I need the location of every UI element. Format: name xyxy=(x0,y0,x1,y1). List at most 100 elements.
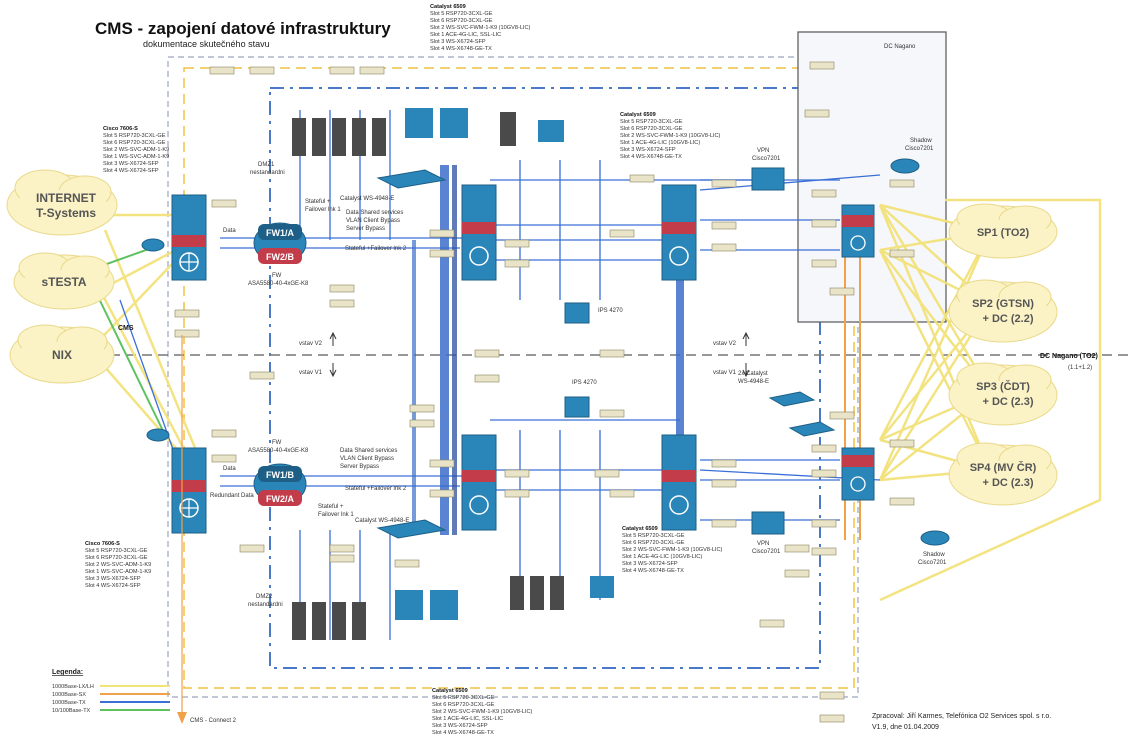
router-7606-upper xyxy=(171,194,207,281)
diagram-subtitle: dokumentace skutečného stavu xyxy=(143,39,270,49)
port-label-box xyxy=(711,519,737,528)
data-upper-label: Data xyxy=(223,228,236,234)
module-list-line: Slot 5 RSP720-3CXL-GE xyxy=(432,695,495,701)
port-label-box xyxy=(819,714,845,723)
cloud-sp3: SP3 (ČDT) + DC (2.3) xyxy=(948,362,1058,426)
legend-item-label: 10/100Base-TX xyxy=(52,708,91,714)
cloud-stesta-label: sTESTA xyxy=(41,275,86,289)
cloud-sp2-line1: SP2 (GTSN) xyxy=(972,298,1034,310)
module-list-line: Slot 1 ACE-4G-LIC, SSL-LIC xyxy=(432,716,503,722)
port-labels xyxy=(174,61,915,723)
module-list-line: Catalyst 6509 xyxy=(620,112,656,118)
port-label-box xyxy=(329,544,355,553)
module-list-line: Slot 5 RSP720-3CXL-GE xyxy=(103,133,166,139)
port-label-box xyxy=(249,66,275,75)
port-label-box xyxy=(811,189,837,198)
port-label-box xyxy=(711,459,737,468)
stateful-fail-lower-1: Stateful + xyxy=(318,504,344,510)
router-7606-lower xyxy=(171,447,207,534)
port-label-box xyxy=(599,349,625,358)
catalyst-6509-d xyxy=(661,434,697,531)
shadow-upper-l1: Shadow xyxy=(910,138,932,144)
catalyst-6509-c xyxy=(461,434,497,531)
cms-connect-arrow-icon xyxy=(177,712,187,724)
vpn-upper-l2: Cisco7201 xyxy=(752,156,781,162)
port-label-box xyxy=(829,411,855,420)
module-list-line: Slot 5 RSP720-3CXL-GE xyxy=(622,533,685,539)
shadow-lower-l2: Cisco7201 xyxy=(918,560,947,566)
ips-upper-label: IPS 4270 xyxy=(598,308,623,314)
port-label-box xyxy=(811,519,837,528)
cms-connect-label: CMS - Connect 2 xyxy=(190,718,237,724)
vpn-upper-l1: VPN xyxy=(757,148,769,154)
module-list-line: Slot 4 WS-X6724-SFP xyxy=(103,168,159,174)
cms-label: CMS xyxy=(118,325,134,332)
module-list-line: Slot 2 WS-SVC-FWM-1-K9 (10GV8-LIC) xyxy=(622,547,723,553)
cloud-sp3-line1: SP3 (ČDT) xyxy=(976,380,1030,393)
vsw-v2-mid: vstav V2 xyxy=(713,341,737,347)
vsw-v1-upper: vstav V1 xyxy=(299,370,323,376)
module-list-line: Slot 1 WS-SVC-ADM-1-K9 xyxy=(103,154,169,160)
cloud-internet: INTERNET T-Systems xyxy=(6,169,118,236)
catalyst-4948-upper xyxy=(376,169,447,189)
cloud-internet-line2: T-Systems xyxy=(36,206,96,220)
port-label-box xyxy=(504,239,530,248)
vsw-v1-mid: vstav V1 xyxy=(713,370,737,376)
cloud-nix: NIX xyxy=(9,324,115,384)
edge-switch-upper xyxy=(841,204,875,258)
cms-zone-boundary xyxy=(269,87,821,669)
port-label-box xyxy=(711,479,737,488)
catalyst-4948-lower-label: Catalyst WS-4948-E xyxy=(355,518,409,524)
module-list-line: Slot 5 RSP720-3CXL-GE xyxy=(620,119,683,125)
fw2a-label: FW2/A xyxy=(266,494,294,504)
cloud-stesta: sTESTA xyxy=(13,252,115,310)
module-list-line: Slot 5 RSP720-3CXL-GE xyxy=(85,548,148,554)
port-label-box xyxy=(429,229,455,238)
data-shared-upper-2: VLAN Client Bypass xyxy=(346,218,400,224)
catalyst-4948-upper-label: Catalyst WS-4948-E xyxy=(340,196,394,202)
cloud-internet-line1: INTERNET xyxy=(36,191,97,205)
legend-item-label: 1000Base-SX xyxy=(52,692,86,698)
port-label-box xyxy=(819,691,845,700)
module-list-line: Slot 2 WS-SVC-FWM-1-K9 (10GV8-LIC) xyxy=(430,25,531,31)
catalyst-6509-b xyxy=(661,184,697,281)
module-list-line: Slot 2 WS-SVC-ADM-1-K9 xyxy=(85,562,151,568)
cloud-sp4-line2: + DC (2.3) xyxy=(982,477,1033,489)
port-label-box xyxy=(174,329,200,338)
provider-clouds: INTERNET T-Systems sTESTA NIX SP1 (TO2) xyxy=(6,169,1058,506)
ips-upper xyxy=(564,302,590,324)
dmz1-l2: nestandardni xyxy=(250,170,285,176)
firewall-pair-lower: FW1/B FW2/A xyxy=(253,463,307,506)
diagram-title: CMS - zapojení datové infrastruktury xyxy=(95,19,391,38)
port-label-box xyxy=(211,429,237,438)
outer-boundary xyxy=(167,56,859,698)
module-list-line: Slot 4 WS-X6748-GE-TX xyxy=(622,568,684,574)
port-label-box xyxy=(211,454,237,463)
module-list-line: Slot 3 WS-X6724-SFP xyxy=(432,723,488,729)
module-list-line: Slot 3 WS-X6724-SFP xyxy=(620,147,676,153)
module-list-line: Slot 3 WS-X6724-SFP xyxy=(622,561,678,567)
port-label-box xyxy=(609,489,635,498)
dmz2-l1: DMZ2 xyxy=(256,594,273,600)
port-label-box xyxy=(474,374,500,383)
shadow-upper-l2: Cisco7201 xyxy=(905,146,934,152)
module-list-line: Slot 4 WS-X6748-GE-TX xyxy=(430,46,492,52)
module-list-line: Slot 3 WS-X6724-SFP xyxy=(430,39,486,45)
module-list-line: Slot 4 WS-X6748-GE-TX xyxy=(620,154,682,160)
port-label-box xyxy=(889,439,915,448)
port-label-box xyxy=(759,619,785,628)
port-label-box xyxy=(711,221,737,230)
port-label-box xyxy=(174,309,200,318)
port-label-box xyxy=(809,61,835,70)
module-list-line: Slot 1 ACE-4G-LIC (10GV8-LIC) xyxy=(622,554,702,560)
stateful-lower-label: Stateful +Failover lnk 2 xyxy=(345,486,407,492)
cloud-sp4: SP4 (MV ČR) + DC (2.3) xyxy=(948,442,1058,506)
port-label-box xyxy=(239,544,265,553)
two-catalyst-l2: WS-4948-E xyxy=(738,379,769,385)
module-list-line: Slot 3 WS-X6724-SFP xyxy=(85,576,141,582)
port-label-box xyxy=(329,284,355,293)
stateful-fail-lower-2: Failover lnk 1 xyxy=(318,512,354,518)
port-label-box xyxy=(811,219,837,228)
port-label-box xyxy=(209,66,235,75)
